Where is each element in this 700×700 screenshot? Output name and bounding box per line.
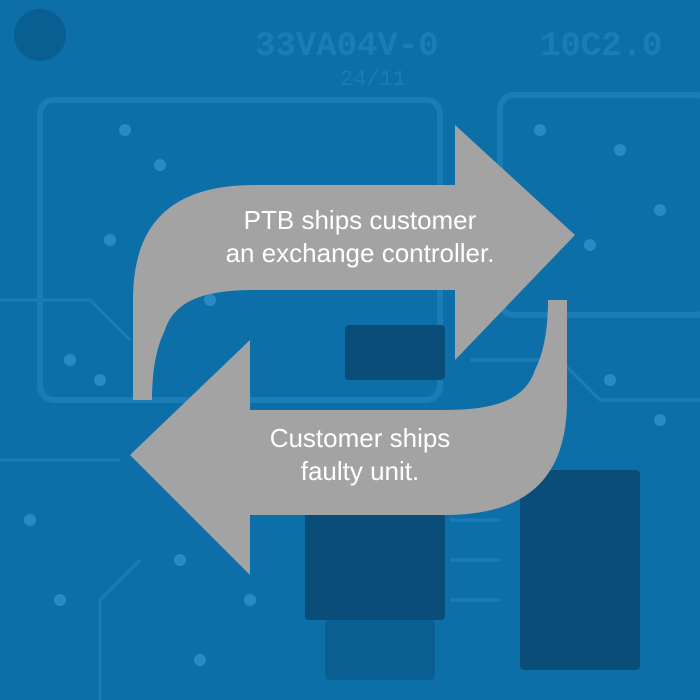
component-bottom-small bbox=[325, 620, 435, 680]
top-arrow-label-line-2: an exchange controller. bbox=[225, 238, 495, 268]
board-print-left-sub: 24/11 bbox=[340, 67, 406, 92]
component-ic-right bbox=[520, 470, 640, 670]
component-ic-bottom bbox=[305, 510, 445, 620]
bottom-arrow-label: Customer ships faulty unit. bbox=[200, 422, 520, 488]
traces bbox=[0, 298, 700, 700]
component-diode bbox=[345, 325, 445, 380]
arrow-right-icon bbox=[133, 125, 575, 400]
bottom-arrow-label-line-1: Customer ships bbox=[269, 423, 451, 453]
arrow-left-icon bbox=[130, 300, 567, 575]
mounting-hole bbox=[14, 9, 66, 61]
top-arrow-label: PTB ships customer an exchange controlle… bbox=[200, 204, 520, 270]
bottom-arrow-label-line-2: faulty unit. bbox=[300, 456, 420, 486]
board-print-left: 33VA04V-0 bbox=[255, 28, 439, 66]
top-arrow-label-line-1: PTB ships customer bbox=[243, 205, 477, 235]
board-print-right: 10C2.0 bbox=[540, 28, 662, 66]
